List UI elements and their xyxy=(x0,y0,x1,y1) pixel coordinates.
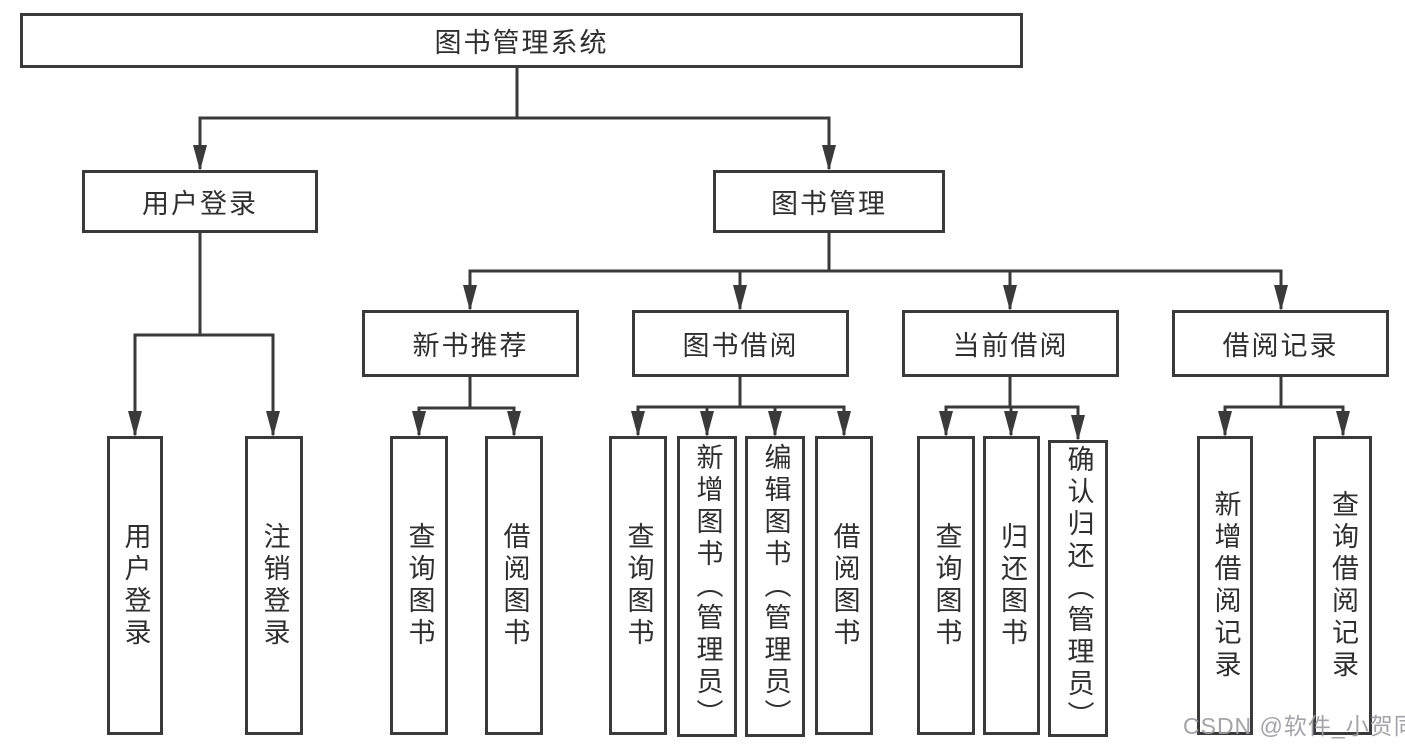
node-label: 当前借阅 xyxy=(952,331,1069,361)
node-label: 归还图书 xyxy=(997,521,1027,650)
leaf-query-book-1: 查询图书 xyxy=(390,436,448,735)
node-label: 借阅图书 xyxy=(829,521,860,650)
node-library-system: 图书管理系统 xyxy=(20,13,1023,68)
node-label: 用户登录 xyxy=(120,521,151,650)
node-label: 查询图书 xyxy=(404,521,435,650)
leaf-add-borrow-record: 新增借阅记录 xyxy=(1197,436,1253,735)
node-label: 查询图书 xyxy=(931,521,962,650)
node-user-login: 用户登录 xyxy=(82,170,318,233)
leaf-user-login: 用户登录 xyxy=(107,436,163,735)
node-book-borrow: 图书借阅 xyxy=(632,310,849,377)
leaf-query-book-3: 查询图书 xyxy=(917,436,975,735)
leaf-query-book-2: 查询图书 xyxy=(609,436,667,735)
node-label: 图书管理 xyxy=(771,189,887,219)
node-label: 借阅记录 xyxy=(1222,331,1339,361)
node-label: 用户登录 xyxy=(142,189,258,219)
leaf-borrow-book-2: 借阅图书 xyxy=(815,436,873,735)
leaf-borrow-book-1: 借阅图书 xyxy=(485,436,543,735)
node-label: 新增借阅记录 xyxy=(1210,489,1241,682)
node-label: 图书管理系统 xyxy=(434,28,609,58)
node-new-book-recommend: 新书推荐 xyxy=(362,310,579,377)
node-label: 图书借阅 xyxy=(682,331,799,361)
csdn-watermark: CSDN @软件_小贺同学 xyxy=(1183,713,1405,739)
leaf-return-book: 归还图书 xyxy=(983,436,1040,735)
node-label: 确认归还（管理员） xyxy=(1063,444,1094,733)
node-label: 借阅图书 xyxy=(499,521,530,650)
node-book-management: 图书管理 xyxy=(713,170,945,233)
node-label: 新书推荐 xyxy=(412,331,529,361)
node-borrow-record: 借阅记录 xyxy=(1172,310,1389,377)
node-current-borrow: 当前借阅 xyxy=(902,310,1119,377)
node-label: 注销登录 xyxy=(259,521,290,650)
node-label: 查询借阅记录 xyxy=(1328,489,1358,682)
leaf-edit-book-admin: 编辑图书（管理员） xyxy=(745,436,805,737)
leaf-logout: 注销登录 xyxy=(245,436,303,735)
leaf-confirm-return-admin: 确认归还（管理员） xyxy=(1048,440,1108,737)
node-label: 查询图书 xyxy=(623,521,654,650)
leaf-query-borrow-record: 查询借阅记录 xyxy=(1313,436,1372,735)
node-label: 编辑图书（管理员） xyxy=(760,442,791,731)
node-label: 新增图书（管理员） xyxy=(692,442,723,731)
leaf-add-book-admin: 新增图书（管理员） xyxy=(677,436,737,737)
